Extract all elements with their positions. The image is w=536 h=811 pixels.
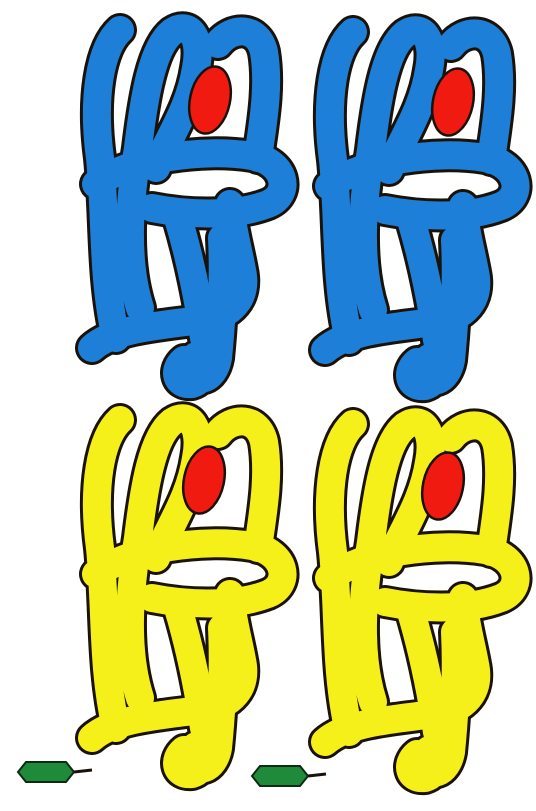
domain-blue-right <box>325 30 516 386</box>
hexagon-link-right <box>308 774 326 776</box>
green-hexagon-left <box>18 762 74 782</box>
hexagon-link-left <box>74 770 92 772</box>
domain-yellow-right <box>325 422 516 778</box>
domain-blue-left <box>92 28 283 384</box>
blue-tube-fill <box>92 28 283 384</box>
green-hexagon-right <box>252 766 308 786</box>
domain-yellow-left <box>92 418 283 774</box>
